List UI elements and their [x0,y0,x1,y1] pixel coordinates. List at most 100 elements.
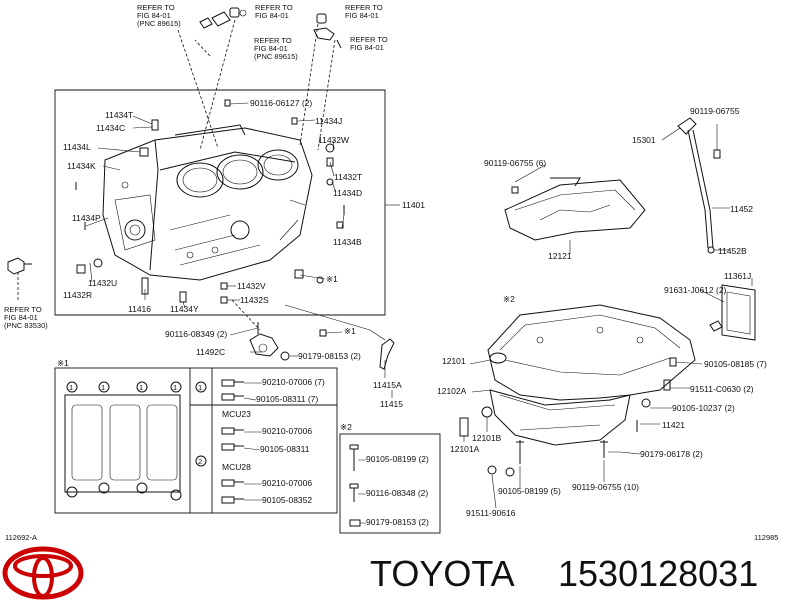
label-12101: 12101 [442,356,466,366]
label-11492C: 11492C [196,347,225,357]
label-11434P: 11434P [72,213,101,223]
oil-jet-fitting [7,257,32,275]
label-91511-C0630: 91511-C0630 (2) [690,384,754,394]
svg-text:MCU23: MCU23 [222,409,251,419]
svg-text:FIG 84-01: FIG 84-01 [350,43,384,52]
svg-text:REFER TO: REFER TO [137,3,175,12]
svg-text:FIG 84-01: FIG 84-01 [137,11,171,20]
svg-text:FIG 84-01: FIG 84-01 [255,11,289,20]
label-11416: 11416 [128,304,151,314]
label-90116-08349: 90116-08349 (2) [165,329,227,339]
label-star2: ※2 [503,294,515,304]
label-11432V: 11432V [237,281,266,291]
refer-note-2: REFER TO FIG 84-01 [255,3,293,20]
svg-text:1: 1 [69,383,73,392]
label-12101B: 12101B [472,433,502,443]
label-11361J: 11361J [724,271,751,281]
label-11434B: 11434B [333,237,362,247]
brand-name: TOYOTA [370,553,515,594]
svg-text:90179-08153 (2): 90179-08153 (2) [366,517,429,527]
svg-text:(PNC 89615): (PNC 89615) [137,19,181,28]
refer-note-6: REFER TO FIG 84-01 (PNC 83530) [4,305,48,330]
label-12121: 12121 [548,251,572,261]
label-11432T: 11432T [334,172,362,182]
svg-text:90210-07006: 90210-07006 [262,426,312,436]
svg-text:90105-08311 (7): 90105-08311 (7) [256,394,318,404]
svg-text:90210-07006: 90210-07006 [262,478,312,488]
figure-code-right: 112985 [754,533,778,542]
label-90105-08185: 90105-08185 (7) [704,359,767,369]
svg-text:90105-08199 (2): 90105-08199 (2) [366,454,429,464]
svg-text:REFER TO: REFER TO [255,3,293,12]
svg-text:1: 1 [173,383,177,392]
svg-text:REFER TO: REFER TO [4,305,42,314]
label-11432W: 11432W [318,135,349,145]
svg-text:90116-08348 (2): 90116-08348 (2) [366,488,428,498]
label-90105-08199: 90105-08199 (5) [498,486,561,496]
lower-oil-pan [489,389,631,446]
pan-leaders [463,278,753,509]
rear-leaders [229,327,393,398]
label-11401: 11401 [402,200,425,210]
label-11434Y: 11434Y [170,304,199,314]
svg-text:REFER TO: REFER TO [350,35,388,44]
bolt-detail-box: ※2 90105-08199 (2) 90116-08348 (2) 90179… [339,422,441,534]
dipstick [677,117,721,254]
label-12101A: 12101A [450,444,480,454]
refer-note-3: REFER TO FIG 84-01 [345,3,383,20]
label-11452B: 11452B [718,246,747,256]
svg-text:※2: ※2 [340,422,352,432]
svg-text:FIG 84-01: FIG 84-01 [254,44,288,53]
label-90119-06755-6: 90119-06755 (6) [484,158,546,168]
svg-text:1: 1 [139,383,143,392]
figure-code-left: 112692-A [5,533,37,542]
refer-note-1: REFER TO FIG 84-01 (PNC 89615) [137,3,181,28]
part-number: 1530128031 [558,553,758,594]
label-11434T: 11434T [105,110,133,120]
label-91511-90616: 91511-90616 [466,508,516,518]
label-11432U: 11432U [88,278,117,288]
label-90179-06178: 90179-06178 (2) [640,449,703,459]
label-11415A: 11415A [373,380,402,390]
svg-text:FIG 84-01: FIG 84-01 [4,313,38,322]
refer-note-5: REFER TO FIG 84-01 [350,35,388,52]
label-star1-a: ※1 [326,274,338,284]
block-leaders [85,102,400,341]
label-11432S: 11432S [240,295,269,305]
oil-strainer-gasket [709,284,756,341]
refer-note-4: REFER TO FIG 84-01 (PNC 89615) [254,36,298,61]
label-11434C: 11434C [96,123,125,133]
label-90116-06127: 90116-06127 (2) [250,98,312,108]
svg-text:2: 2 [198,457,202,466]
oil-pressure-switch [199,7,247,29]
label-90179-08153: 90179-08153 (2) [298,351,361,361]
upper-oil-pan [487,304,696,401]
svg-text:MCU28: MCU28 [222,462,251,472]
engine-block-frame [54,89,386,316]
svg-text:※1: ※1 [57,358,69,368]
label-11434D: 11434D [333,188,362,198]
svg-text:(PNC 89615): (PNC 89615) [254,52,298,61]
label-11415: 11415 [380,399,403,409]
engine-block [102,124,313,281]
oil-baffle-plate [504,177,646,241]
label-90119-06755-10: 90119-06755 (10) [572,482,639,492]
svg-text:1: 1 [198,383,202,392]
svg-text:90105-08311: 90105-08311 [260,444,310,454]
svg-text:90105-08352: 90105-08352 [262,495,312,505]
svg-text:90210-07006 (7): 90210-07006 (7) [262,377,325,387]
rear-oil-seal [249,322,395,370]
label-11434K: 11434K [67,161,96,171]
label-90105-10237: 90105-10237 (2) [672,403,735,413]
label-12102A: 12102A [437,386,467,396]
gasket-detail-box: ※1 1 1 1 1 1 2 90210-07006 (7) 90105-083… [54,358,338,514]
label-11434L: 11434L [63,142,91,152]
label-11432R: 11432R [63,290,92,300]
label-star1-b: ※1 [344,326,356,336]
svg-text:REFER TO: REFER TO [254,36,292,45]
label-15301: 15301 [632,135,656,145]
toyota-logo [2,546,84,600]
top-right-leaders [514,124,730,254]
reference-leaders [17,19,336,331]
